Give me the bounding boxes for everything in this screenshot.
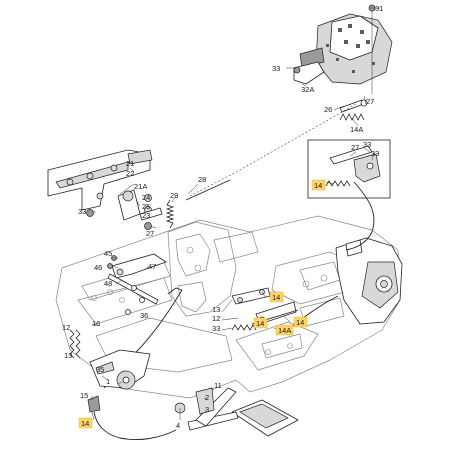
callout-27: 27 [366,97,374,106]
callout-11: 11 [214,381,222,390]
callout-22: 22 [126,169,134,178]
callout-14-center-a: 14 [272,293,280,302]
return-spring [165,199,175,229]
callout-48: 48 [104,279,112,288]
callout-27-left: 27 [146,229,154,238]
callout-16: 16 [92,319,100,328]
callout-28: 28 [198,175,206,184]
callout-1: 1 [106,377,110,386]
callout-26: 26 [324,105,332,114]
brake-linkage [107,253,167,315]
callout-21a: 21A [134,182,147,191]
callout-45: 45 [104,249,112,258]
pump-control-arm [293,61,325,85]
callout-21: 21 [126,159,134,168]
callout-24: 24 [142,193,150,202]
callout-27-inset: 27 [351,143,359,152]
pedal-bracket [47,149,153,211]
callout-14-center-c: 14 [296,318,304,327]
pedal-assembly [187,387,299,437]
callout-14-center-b: 14 [256,319,264,328]
callout-32a: 32A [301,85,314,94]
callout-29: 29 [170,191,178,200]
lever-spring-a [69,329,75,359]
center-spring [231,324,257,331]
callout-15: 15 [80,391,88,400]
callout-12: 12 [62,323,70,332]
hydrostatic-pump [299,13,393,85]
callout-33-left: 33 [78,207,86,216]
callout-4: 4 [176,421,180,430]
callout-33-center: 33 [212,324,220,333]
highlight-boxes [78,179,326,429]
callout-14-lower: 14 [81,419,89,428]
callout-26-inset: 33 [363,140,371,149]
callout-13: 13 [64,351,72,360]
callout-31: 31 [375,4,383,13]
callout-14a: 14A [350,125,363,134]
linkage-hardware [86,189,163,230]
callout-12-center: 12 [212,314,220,323]
callout-33: 33 [272,64,280,73]
callout-2: 2 [205,393,209,402]
lever-bracket [89,349,151,390]
callout-14-inset: 14 [314,181,322,190]
control-cable [345,231,373,251]
cable-end-lower [87,395,177,441]
callout-23: 23 [142,211,150,220]
callout-13-center: 13 [212,305,220,314]
callout-46: 46 [94,263,102,272]
callout-36: 36 [140,311,148,320]
callout-25: 25 [142,202,150,211]
callout-3: 3 [205,405,209,414]
center-bracket-a [231,287,271,305]
callout-35: 35 [96,365,104,374]
linkage-rod [189,103,357,197]
leader-lines [71,7,380,421]
pivot-bolt [174,402,186,420]
callout-47: 47 [148,262,156,271]
rear-axle-housing [335,237,403,325]
callout-33-inset: 33 [371,149,379,158]
lever-spring-b [75,329,81,359]
upper-cable-end [339,99,368,121]
callout-labels: 31 33 32A 27 26 14A 27 33 33 14 21 22 21… [62,4,383,430]
callout-14a-center: 14A [278,326,291,335]
